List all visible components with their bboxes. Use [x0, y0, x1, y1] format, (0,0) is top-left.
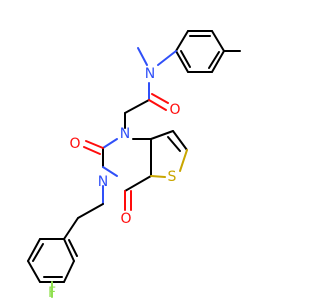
atom-n1: N [120, 126, 130, 142]
atom-o4: O [120, 211, 131, 227]
bond [63, 238, 75, 262]
atom-n-amide: N [145, 66, 155, 82]
bond [124, 175, 152, 192]
structure-canvas: N O N N O O S F [27, 30, 241, 300]
molecule-diagram: N O N N O O S F [27, 30, 241, 300]
atom-f: F [48, 285, 56, 300]
bond [172, 130, 188, 151]
bond [102, 138, 118, 149]
bond [63, 260, 75, 283]
bond [175, 50, 189, 73]
atom-s: S [168, 169, 177, 185]
bond [179, 149, 188, 172]
bond [32, 243, 44, 262]
bond [167, 136, 181, 152]
bond [148, 99, 167, 111]
bond [68, 239, 78, 257]
bond [85, 140, 104, 149]
bond [27, 260, 41, 283]
bond [211, 50, 225, 73]
bond [211, 30, 225, 52]
bond [175, 30, 189, 52]
bond [83, 146, 101, 155]
atom-o2: O [69, 136, 80, 152]
bond [102, 166, 118, 177]
atom-o-amide: O [169, 102, 180, 118]
bond [137, 47, 148, 66]
bond [151, 93, 169, 104]
bond [63, 217, 79, 240]
bond [150, 175, 166, 178]
bond [27, 238, 41, 262]
bond [124, 99, 150, 114]
bond [208, 51, 220, 69]
bond [180, 50, 191, 68]
bond [157, 50, 177, 66]
atom-n3: N [98, 174, 108, 190]
bond [77, 203, 104, 219]
bond [150, 130, 174, 140]
